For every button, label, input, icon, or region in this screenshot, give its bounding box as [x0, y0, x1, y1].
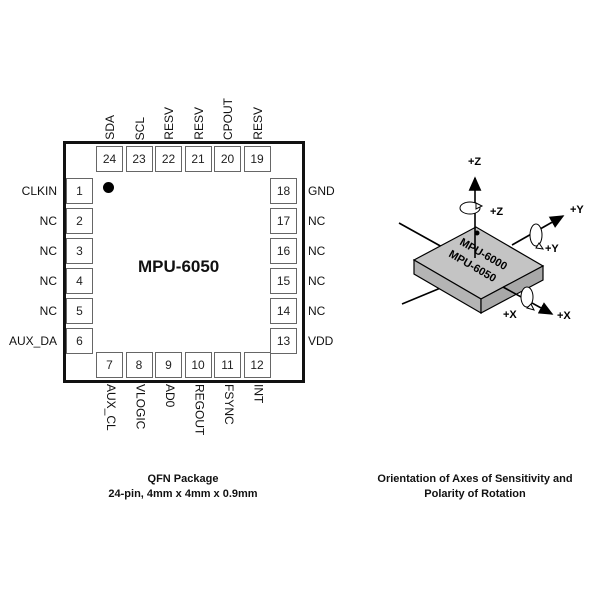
package-caption-line1: QFN Package	[147, 473, 219, 485]
pin-label: INT	[251, 384, 266, 404]
axes-caption-line1: Orientation of Axes of Sensitivity and	[377, 473, 573, 485]
pin-pad: 11	[214, 352, 241, 378]
pin-pad: 16	[270, 238, 297, 264]
axis-line-back-left	[398, 222, 445, 249]
package-caption-line2: 24-pin, 4mm x 4mm x 0.9mm	[108, 488, 258, 500]
chip-side-face	[480, 265, 544, 314]
pin1-indicator-dot	[103, 182, 114, 193]
chip-3d	[412, 226, 545, 315]
pin-label: GND	[308, 184, 335, 198]
z-axis-label: +Z	[468, 156, 481, 168]
pin-label: AUX_CL	[104, 384, 118, 431]
pin-label: VDD	[308, 334, 334, 348]
pin-pad: 14	[270, 298, 297, 324]
package-caption: QFN Package 24-pin, 4mm x 4mm x 0.9mm	[88, 472, 278, 502]
z-rotation-label: +Z	[490, 206, 503, 218]
chip-pin1-dot	[474, 230, 480, 236]
pin-pad: 24	[96, 146, 123, 172]
pin-pad: 8	[125, 352, 153, 378]
pin-pad: 10	[184, 352, 212, 378]
axes-caption-line2: Polarity of Rotation	[424, 488, 526, 500]
pin-label: VLOGIC	[133, 384, 148, 430]
pin-label: AD0	[163, 384, 177, 408]
pin-pad: 3	[66, 238, 93, 264]
pin-pad: 13	[270, 328, 297, 354]
y-axis-label: +Y	[570, 204, 584, 216]
pin-label: CLKIN	[21, 184, 57, 198]
pin-pad: 1	[66, 178, 93, 204]
x-rotation-icon	[520, 286, 535, 311]
pin-label: NC	[39, 214, 57, 228]
pin-label: NC	[308, 304, 326, 318]
pin-pad: 15	[270, 268, 297, 294]
pin-label: NC	[308, 274, 326, 288]
chip-name: MPU-6050	[138, 257, 220, 276]
pin-pad: 23	[125, 146, 153, 172]
x-rotation-label: +X	[503, 309, 517, 321]
pin-label: NC	[308, 244, 326, 258]
pin-pad: 22	[155, 146, 182, 172]
y-rotation-icon	[529, 223, 545, 250]
axes-caption: Orientation of Axes of Sensitivity and P…	[360, 472, 590, 502]
pin-pad: 12	[243, 352, 271, 378]
pin-pad: 18	[270, 178, 297, 204]
x-axis-label: +X	[557, 310, 571, 322]
pin-label: FSYNC	[222, 384, 236, 425]
pin-label: AUX_DA	[8, 334, 57, 348]
qfn-package-outline	[63, 141, 305, 383]
pin-pad: 19	[243, 146, 271, 172]
pin-label: NC	[39, 304, 57, 318]
pin-pad: 6	[66, 328, 93, 354]
y-rotation-label: +Y	[545, 243, 559, 255]
pin-pad: 21	[184, 146, 212, 172]
pin-pad: 7	[96, 352, 123, 378]
z-rotation-icon	[459, 201, 484, 215]
pin-pad: 2	[66, 208, 93, 234]
pin-pad: 5	[66, 298, 93, 324]
pin-label: NC	[308, 214, 326, 228]
pin-label: NC	[39, 244, 57, 258]
pin-label: NC	[39, 274, 57, 288]
pin-pad: 20	[214, 146, 241, 172]
axis-line-back-lower	[401, 286, 444, 305]
pin-pad: 4	[66, 268, 93, 294]
pin-pad: 9	[155, 352, 182, 378]
pin-pad: 17	[270, 208, 297, 234]
pin-label: REGOUT	[192, 384, 207, 436]
